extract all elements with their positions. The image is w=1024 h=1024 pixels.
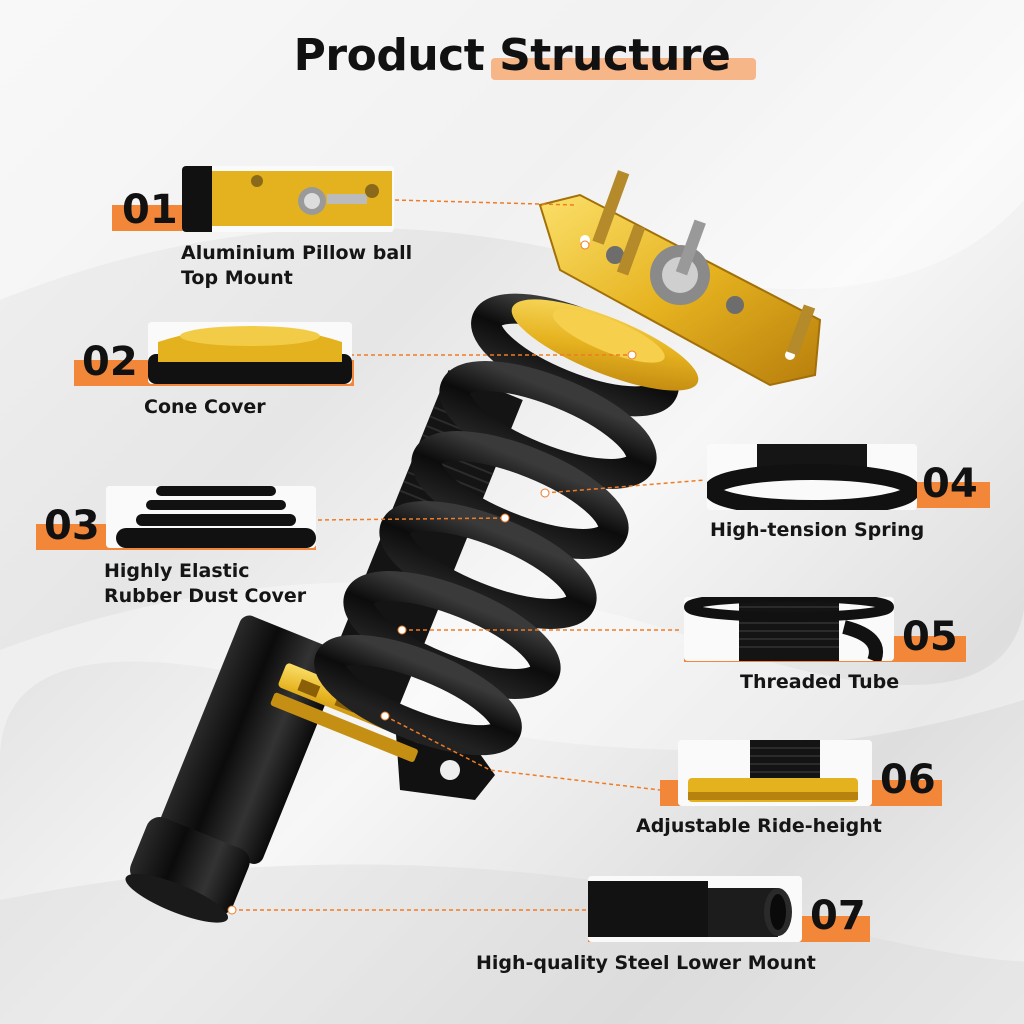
feature-label-01-line1: Aluminium Pillow ball (181, 242, 413, 264)
top-mount (538, 170, 822, 387)
title-word-structure: Structure (491, 30, 757, 81)
feature-label-01-line2: Top Mount (181, 267, 293, 289)
feature-number-04: 04 (922, 461, 978, 507)
thumbnail-dust-cover (106, 486, 316, 548)
feature-label-03-line2: Rubber Dust Cover (104, 585, 307, 607)
feature-number-03: 03 (44, 503, 100, 549)
feature-label-04-line1: High-tension Spring (710, 519, 925, 541)
cone-cover (511, 299, 699, 391)
feature-label-07-line1: High-quality Steel Lower Mount (476, 952, 816, 974)
thumbnail-top-mount (182, 166, 394, 232)
feature-number-01: 01 (122, 187, 178, 233)
feature-number-02: 02 (82, 339, 138, 385)
feature-label-05-line1: Threaded Tube (740, 671, 900, 693)
page-title: Product Structure (0, 30, 1024, 81)
thumbnail-lower-mount (588, 876, 802, 942)
thumbnail-cone-cover (148, 322, 352, 384)
feature-number-06: 06 (880, 757, 936, 803)
title-word-product: Product (293, 30, 485, 81)
feature-label-03-line1: Highly Elastic (104, 560, 250, 582)
feature-label-02-line1: Cone Cover (144, 396, 266, 418)
spring-coils (314, 293, 679, 756)
thumbnail-ride-height (678, 740, 872, 806)
feature-number-07: 07 (810, 893, 866, 939)
feature-label-06-line1: Adjustable Ride-height (636, 815, 882, 837)
feature-number-05: 05 (902, 614, 958, 660)
thumbnail-threaded-tube (684, 597, 894, 661)
thumbnail-spring (707, 444, 917, 510)
